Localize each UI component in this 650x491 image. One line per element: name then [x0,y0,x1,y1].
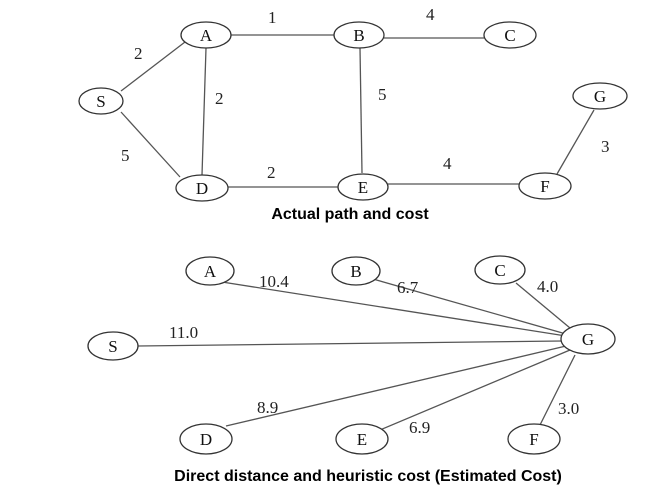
bottom-node-a: A [185,256,235,286]
top-weight-a-d: 2 [215,89,224,108]
svg-text:F: F [529,430,538,449]
bottom-weight-a-g: 10.4 [259,272,289,291]
top-edge-b-e [359,47,363,174]
bottom-weight-b-g: 6.7 [397,278,419,297]
bottom-graph: 10.4 6.7 4.0 11.0 8.9 6.9 3.0 A B C S G [87,255,616,485]
top-edge-s-d [120,111,181,178]
top-weight-s-d: 5 [121,146,130,165]
top-node-g: G [572,82,628,110]
bottom-weight-f-g: 3.0 [558,399,579,418]
bottom-node-c: C [474,255,526,285]
svg-text:E: E [358,178,368,197]
top-node-a: A [180,21,232,49]
top-node-b: B [333,21,385,49]
bottom-edge-c-g [515,282,571,329]
svg-text:S: S [96,92,105,111]
svg-text:A: A [204,262,217,281]
svg-text:F: F [540,177,549,196]
svg-text:C: C [504,26,515,45]
top-node-c: C [483,21,537,49]
bottom-weight-e-g: 6.9 [409,418,430,437]
top-edge-a-d [201,47,207,176]
top-weight-d-e: 2 [267,163,276,182]
bottom-node-e: E [335,423,389,455]
top-node-f: F [518,172,572,200]
top-weight-f-g: 3 [601,137,610,156]
top-edge-s-a [120,41,186,92]
top-node-e: E [337,173,389,201]
bottom-edge-d-g [225,345,567,427]
svg-text:B: B [353,26,364,45]
bottom-edge-a-g [221,281,567,337]
svg-text:C: C [494,261,505,280]
top-node-d: D [175,174,229,202]
top-weight-a-b: 1 [268,8,277,27]
svg-text:B: B [350,262,361,281]
bottom-edge-e-g [379,349,571,431]
bottom-edge-f-g [539,354,576,426]
top-weight-b-c: 4 [426,5,435,24]
top-edge-f-g [556,109,595,175]
svg-text:A: A [200,26,213,45]
bottom-caption: Direct distance and heuristic cost (Esti… [174,468,562,485]
svg-text:D: D [196,179,208,198]
top-weight-b-e: 5 [378,85,387,104]
bottom-weight-d-g: 8.9 [257,398,278,417]
bottom-node-g: G [560,323,616,355]
bottom-edge-b-g [372,278,567,335]
svg-text:D: D [200,430,212,449]
bottom-node-d: D [179,423,233,455]
bottom-weight-s-g: 11.0 [169,323,198,342]
top-node-s: S [78,87,124,115]
top-weight-s-a: 2 [134,44,143,63]
bottom-edge-s-g [137,340,563,347]
bottom-weight-c-g: 4.0 [537,277,558,296]
svg-text:G: G [594,87,606,106]
svg-text:S: S [108,337,117,356]
top-weight-e-f: 4 [443,154,452,173]
bottom-node-b: B [331,256,381,286]
top-caption: Actual path and cost [271,206,429,223]
top-graph: 2 5 1 2 4 5 2 4 3 S A B C D E [78,5,628,223]
svg-text:E: E [357,430,367,449]
bottom-node-f: F [507,423,561,455]
bottom-node-s: S [87,331,139,361]
svg-text:G: G [582,330,594,349]
